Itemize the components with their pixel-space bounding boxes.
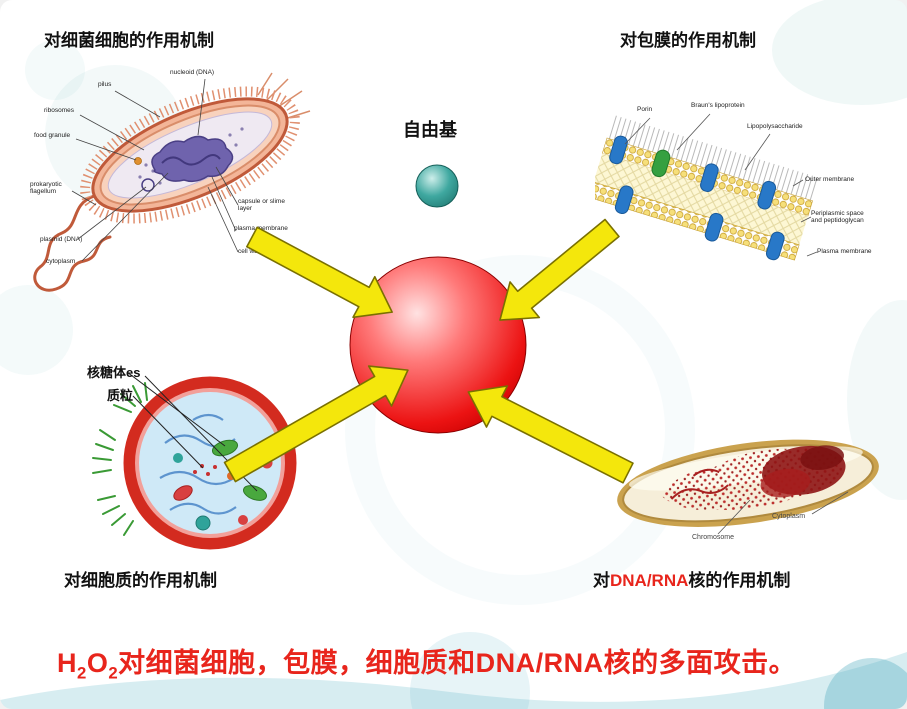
dna-strand	[692, 468, 720, 477]
dna-strand	[670, 484, 729, 500]
bacterial-cell-illustration	[33, 72, 311, 292]
section-title-bacterial-cell: 对细菌细胞的作用机制	[44, 31, 214, 50]
nucleoid	[151, 135, 234, 183]
porin-protein	[609, 135, 628, 165]
organelle-teal	[173, 453, 183, 463]
organelle-orange	[227, 472, 235, 480]
label-cell-wall: cell wall	[238, 248, 261, 255]
label-lipopolysaccharide: Lipopolysaccharide	[747, 123, 803, 130]
caption-text: 对细菌细胞，包膜，细胞质和DNA/RNA核的多面攻击。	[118, 648, 797, 678]
green-protein	[651, 149, 671, 178]
capsule-fringe	[80, 86, 300, 224]
section-title-envelope: 对包膜的作用机制	[620, 31, 756, 50]
label-porin: Porin	[637, 106, 653, 113]
porin-protein	[700, 163, 719, 192]
caption: H2O2对细菌细胞，包膜，细胞质和DNA/RNA核的多面攻击。	[57, 641, 796, 683]
label-plasma-membrane: Plasma membrane	[817, 248, 872, 255]
pointer-lines	[71, 78, 239, 262]
label-ribosome-cn: 核糖体es	[87, 365, 141, 380]
dna-rna-diagram: Chromosome Cytoplasm	[600, 408, 895, 568]
ribosome-dots	[193, 464, 217, 476]
label-chromosome: Chromosome	[692, 534, 735, 541]
label-plasmid: plasmid (DNA)	[40, 236, 83, 243]
label-cytoplasm-en: Cytoplasm	[772, 513, 806, 520]
envelope-diagram: Porin Braun's lipoprotein Lipopolysaccha…	[595, 80, 895, 295]
formula-h: H	[57, 648, 77, 678]
label-plasma-membrane: plasma membrane	[234, 225, 288, 232]
label-periplasmic-space: Periplasmic space and peptidoglycan	[811, 210, 864, 225]
nucleoid-illustration	[617, 439, 879, 535]
title-highlight: DNA/RNA	[610, 571, 689, 590]
label-cytoplasm: cytoplasm	[46, 258, 76, 265]
flagellum	[33, 194, 112, 292]
nucleoid-strand	[161, 154, 221, 166]
label-nucleoid: nucleoid (DNA)	[170, 69, 215, 76]
bacterial-cell-diagram: pilus nucleoid (DNA) ribosomes food gran…	[20, 55, 320, 315]
label-flagellum: prokaryotic flagellum	[30, 181, 62, 196]
food-granule-dot	[134, 157, 142, 165]
formula-sub1: 2	[77, 663, 87, 683]
title-prefix: 对	[593, 571, 610, 590]
title-suffix: 核的作用机制	[688, 571, 791, 590]
free-radical-label: 自由基	[403, 120, 457, 140]
formula-o: O	[86, 648, 109, 678]
section-title-dna-rna: 对DNA/RNA核的作用机制	[593, 566, 790, 591]
label-brauns-lipoprotein: Braun's lipoprotein	[691, 102, 745, 109]
label-ribosomes: ribosomes	[44, 107, 74, 114]
organelle-teal	[195, 515, 211, 531]
cytoplasm-diagram: 核糖体es 质粒	[75, 358, 315, 563]
organelle-red	[173, 485, 193, 501]
lps-strands	[607, 115, 820, 201]
membrane-protein	[704, 212, 724, 242]
plasmid-loop	[141, 178, 155, 192]
membrane-illustration	[595, 113, 820, 261]
caption-formula: H2O2	[57, 648, 118, 682]
organelle-green	[243, 485, 267, 501]
section-title-cytoplasm: 对细胞质的作用机制	[64, 571, 217, 590]
membrane-protein	[765, 231, 785, 261]
membrane-protein	[614, 185, 634, 215]
organelle-red	[261, 457, 273, 469]
organelle-red	[238, 515, 248, 525]
label-pilus: pilus	[98, 81, 112, 88]
label-plasmid-cn: 质粒	[107, 388, 134, 403]
spiky-tufts	[92, 382, 148, 536]
label-outer-membrane: Outer membrane	[805, 176, 855, 183]
label-capsule: capsule or slime layer	[238, 198, 285, 213]
pointer-lines	[717, 491, 849, 535]
pointer-lines	[624, 113, 818, 257]
plasma-membrane-band	[595, 181, 800, 261]
formula-sub2: 2	[108, 663, 119, 683]
porin-protein	[757, 180, 777, 210]
label-food-granule: food granule	[34, 132, 71, 139]
